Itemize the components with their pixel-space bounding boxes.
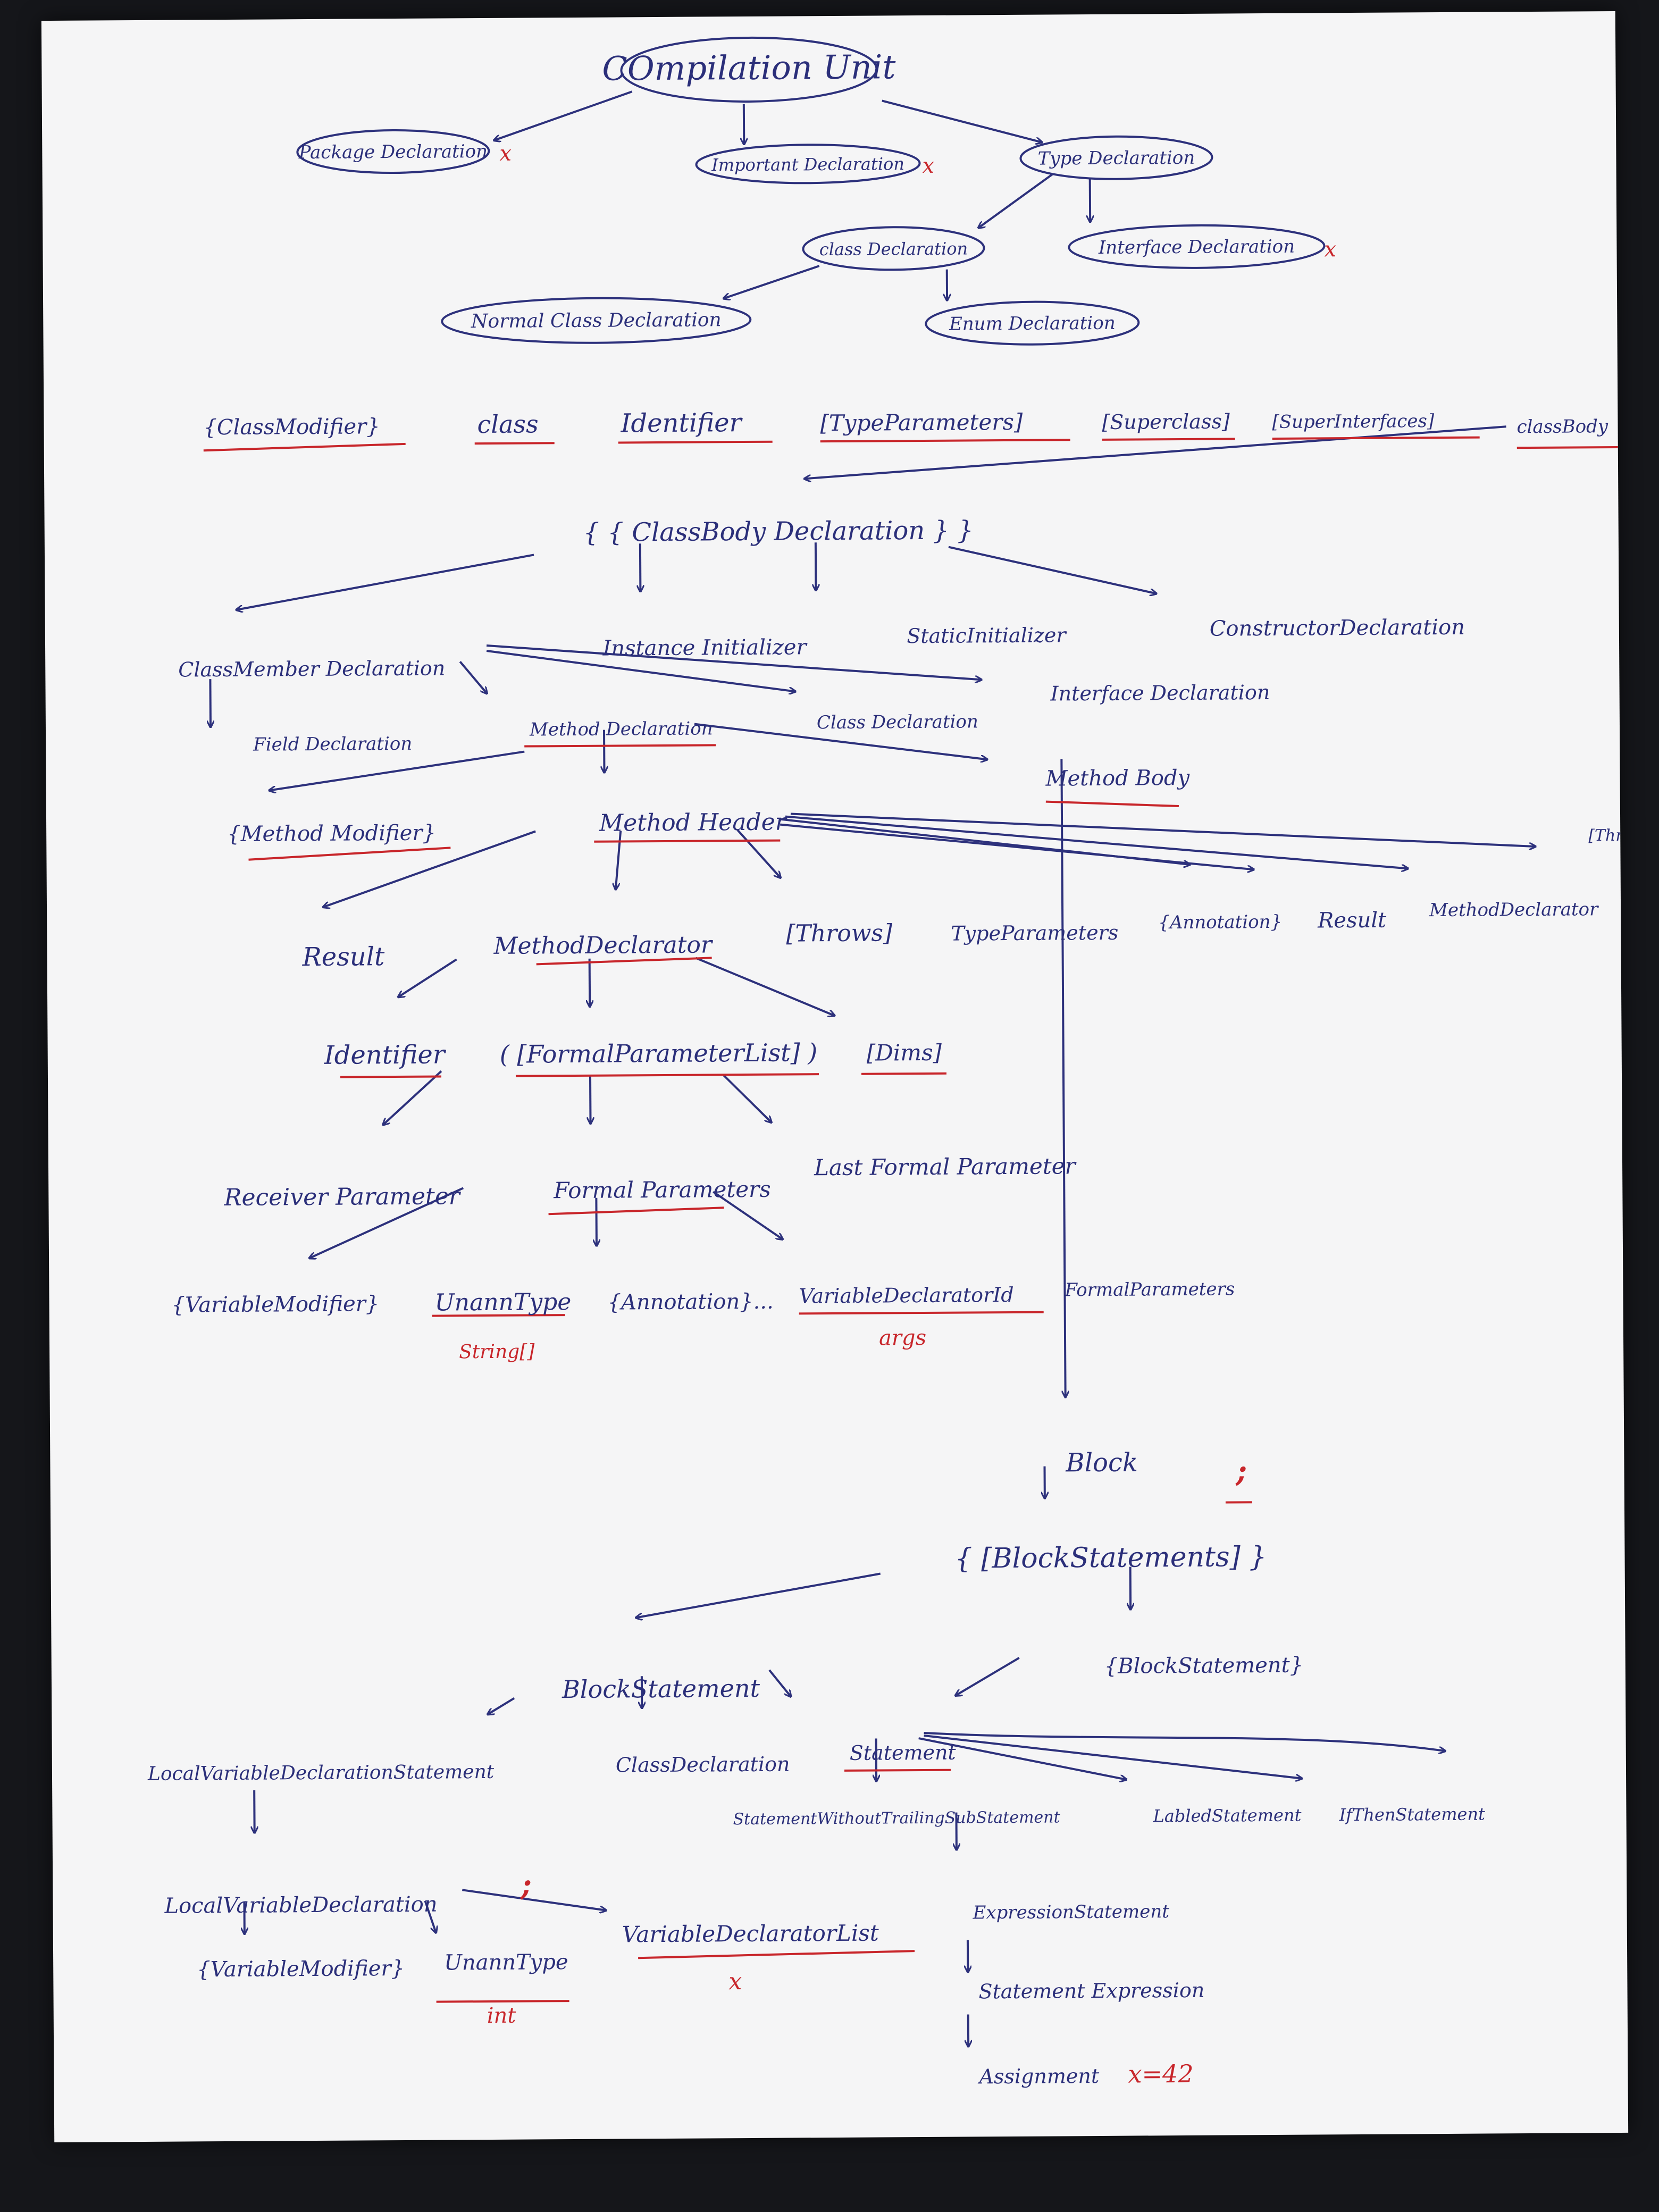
node-block-statements: { [BlockStatements] }: [954, 1541, 1267, 1575]
node-method-modifier: {Method Modifier}: [227, 821, 436, 847]
node-variable-declarator-list: VariableDeclaratorList: [622, 1920, 879, 1948]
node-method-declarator: MethodDeclarator: [493, 931, 714, 960]
node-block-statements-repeat: {BlockStatement}: [1104, 1653, 1304, 1679]
oval-package-declaration: [296, 129, 490, 174]
node-type-parameters: [TypeParameters]: [820, 409, 1023, 436]
node-class-declaration-2: Class Declaration: [817, 711, 978, 733]
node-block: Block: [1065, 1448, 1138, 1478]
node-receiver-parameter: Receiver Parameter: [223, 1183, 462, 1211]
node-method-declaration: Method Declaration: [529, 718, 713, 740]
node-result-2: Result: [1317, 908, 1387, 933]
node-superclass: [Superclass]: [1102, 409, 1230, 433]
node-throws: [Throws]: [786, 919, 893, 947]
node-result: Result: [301, 942, 385, 972]
annotation-args: args: [879, 1326, 926, 1351]
node-type-declaration: Type Declaration: [1038, 147, 1195, 170]
node-package-declaration: Package Declaration: [298, 141, 488, 163]
oval-important-declaration: [695, 144, 921, 185]
node-type-parameters-2: TypeParameters: [951, 921, 1118, 945]
annotation-x-equals-42: x=42: [1128, 2059, 1193, 2089]
diagram-canvas: COmpilation Unit Package Declaration x I…: [147, 36, 1629, 2089]
node-class-member-declaration: ClassMember Declaration: [178, 656, 445, 681]
oval-normal-class-declaration: [441, 297, 752, 344]
node-assignment: Assignment: [977, 2064, 1100, 2088]
node-superinterfaces: [SuperInterfaces]: [1272, 410, 1435, 433]
node-block-statement: BlockStatement: [562, 1674, 760, 1704]
node-labeled-statement: LabledStatement: [1152, 1805, 1301, 1826]
node-constructor-declaration: ConstructorDeclaration: [1210, 615, 1465, 641]
node-variable-declarator-id: VariableDeclaratorId: [799, 1283, 1013, 1308]
oval-type-declaration: [1019, 135, 1213, 180]
x-mark-interface: x: [1324, 237, 1336, 262]
diagram-labels: COmpilation Unit Package Declaration x I…: [147, 47, 1628, 2089]
node-class-body: classBody: [1516, 416, 1608, 438]
node-statement: Statement: [850, 1741, 957, 1765]
node-variable-modifier-2: {VariableModifier}: [197, 1956, 405, 1982]
oval-enum-declaration: [925, 300, 1140, 346]
node-annotation: {Annotation}...: [607, 1289, 773, 1315]
node-throws-2: [Throws]: [1588, 826, 1628, 845]
node-identifier: Identifier: [620, 408, 743, 438]
node-method-declarator-2: MethodDeclarator: [1429, 899, 1599, 921]
annotation-semicolon-block: ;: [1235, 1453, 1247, 1488]
node-interface-declaration-2: Interface Declaration: [1050, 681, 1270, 706]
node-identifier-2: Identifier: [324, 1040, 447, 1070]
node-statement-expression: Statement Expression: [978, 1979, 1204, 2004]
node-method-header: Method Header: [599, 809, 788, 837]
node-last-formal-parameter: Last Formal Parameter: [814, 1153, 1077, 1180]
annotation-string-array: String[]: [459, 1340, 535, 1363]
node-method-body: Method Body: [1045, 766, 1190, 791]
node-normal-class-declaration: Normal Class Declaration: [471, 309, 722, 332]
node-class-declaration: class Declaration: [819, 238, 968, 259]
node-formal-parameters-2: FormalParameters: [1064, 1278, 1235, 1301]
node-field-declaration: Field Declaration: [253, 733, 412, 756]
node-class-keyword: class: [477, 409, 538, 439]
oval-class-declaration: [802, 226, 985, 271]
x-mark-variable-declarator-list: x: [728, 1968, 742, 1995]
node-local-variable-declaration: LocalVariableDeclaration: [164, 1892, 437, 1918]
node-interface-declaration: Interface Declaration: [1098, 236, 1295, 258]
annotation-int: int: [487, 2004, 517, 2028]
red-underlines: [203, 436, 1629, 2003]
node-annotation-list: {Annotation}: [1158, 911, 1282, 933]
node-formal-parameter-list: ( [FormalParameterList] ): [500, 1038, 818, 1069]
paper-sheet: COmpilation Unit Package Declaration x I…: [41, 11, 1629, 2143]
connector-lines: [207, 90, 1543, 2051]
node-variable-modifier: {VariableModifier}: [171, 1292, 379, 1317]
x-mark-package: x: [499, 141, 512, 166]
node-instance-initializer: Instance Initializer: [602, 635, 808, 660]
node-local-variable-declaration-statement: LocalVariableDeclarationStatement: [147, 1761, 495, 1785]
node-compilation-unit: COmpilation Unit: [602, 47, 896, 88]
x-mark-important: x: [922, 154, 934, 178]
node-important-declaration: Important Declaration: [711, 154, 904, 175]
node-formal-parameters: Formal Parameters: [553, 1176, 771, 1204]
annotation-semicolon-local: ;: [520, 1867, 532, 1903]
oval-compilation-unit: [620, 36, 878, 103]
node-dims: [Dims]: [867, 1040, 942, 1066]
node-statement-without-trailing: StatementWithoutTrailingSubStatement: [733, 1808, 1060, 1829]
node-if-then-statement: IfThenStatement: [1338, 1804, 1485, 1825]
node-unann-type: UnannType: [434, 1288, 571, 1317]
oval-interface-declaration: [1068, 224, 1326, 269]
node-class-body-declaration: { { ClassBody Declaration } }: [583, 515, 974, 547]
node-static-initializer: StaticInitializer: [907, 623, 1067, 648]
node-unann-type-2: UnannType: [444, 1950, 568, 1975]
node-enum-declaration: Enum Declaration: [949, 313, 1116, 335]
node-expression-statement: ExpressionStatement: [972, 1901, 1169, 1923]
node-class-modifier: {ClassModifier}: [203, 414, 380, 440]
node-class-declaration-3: ClassDeclaration: [616, 1753, 790, 1777]
